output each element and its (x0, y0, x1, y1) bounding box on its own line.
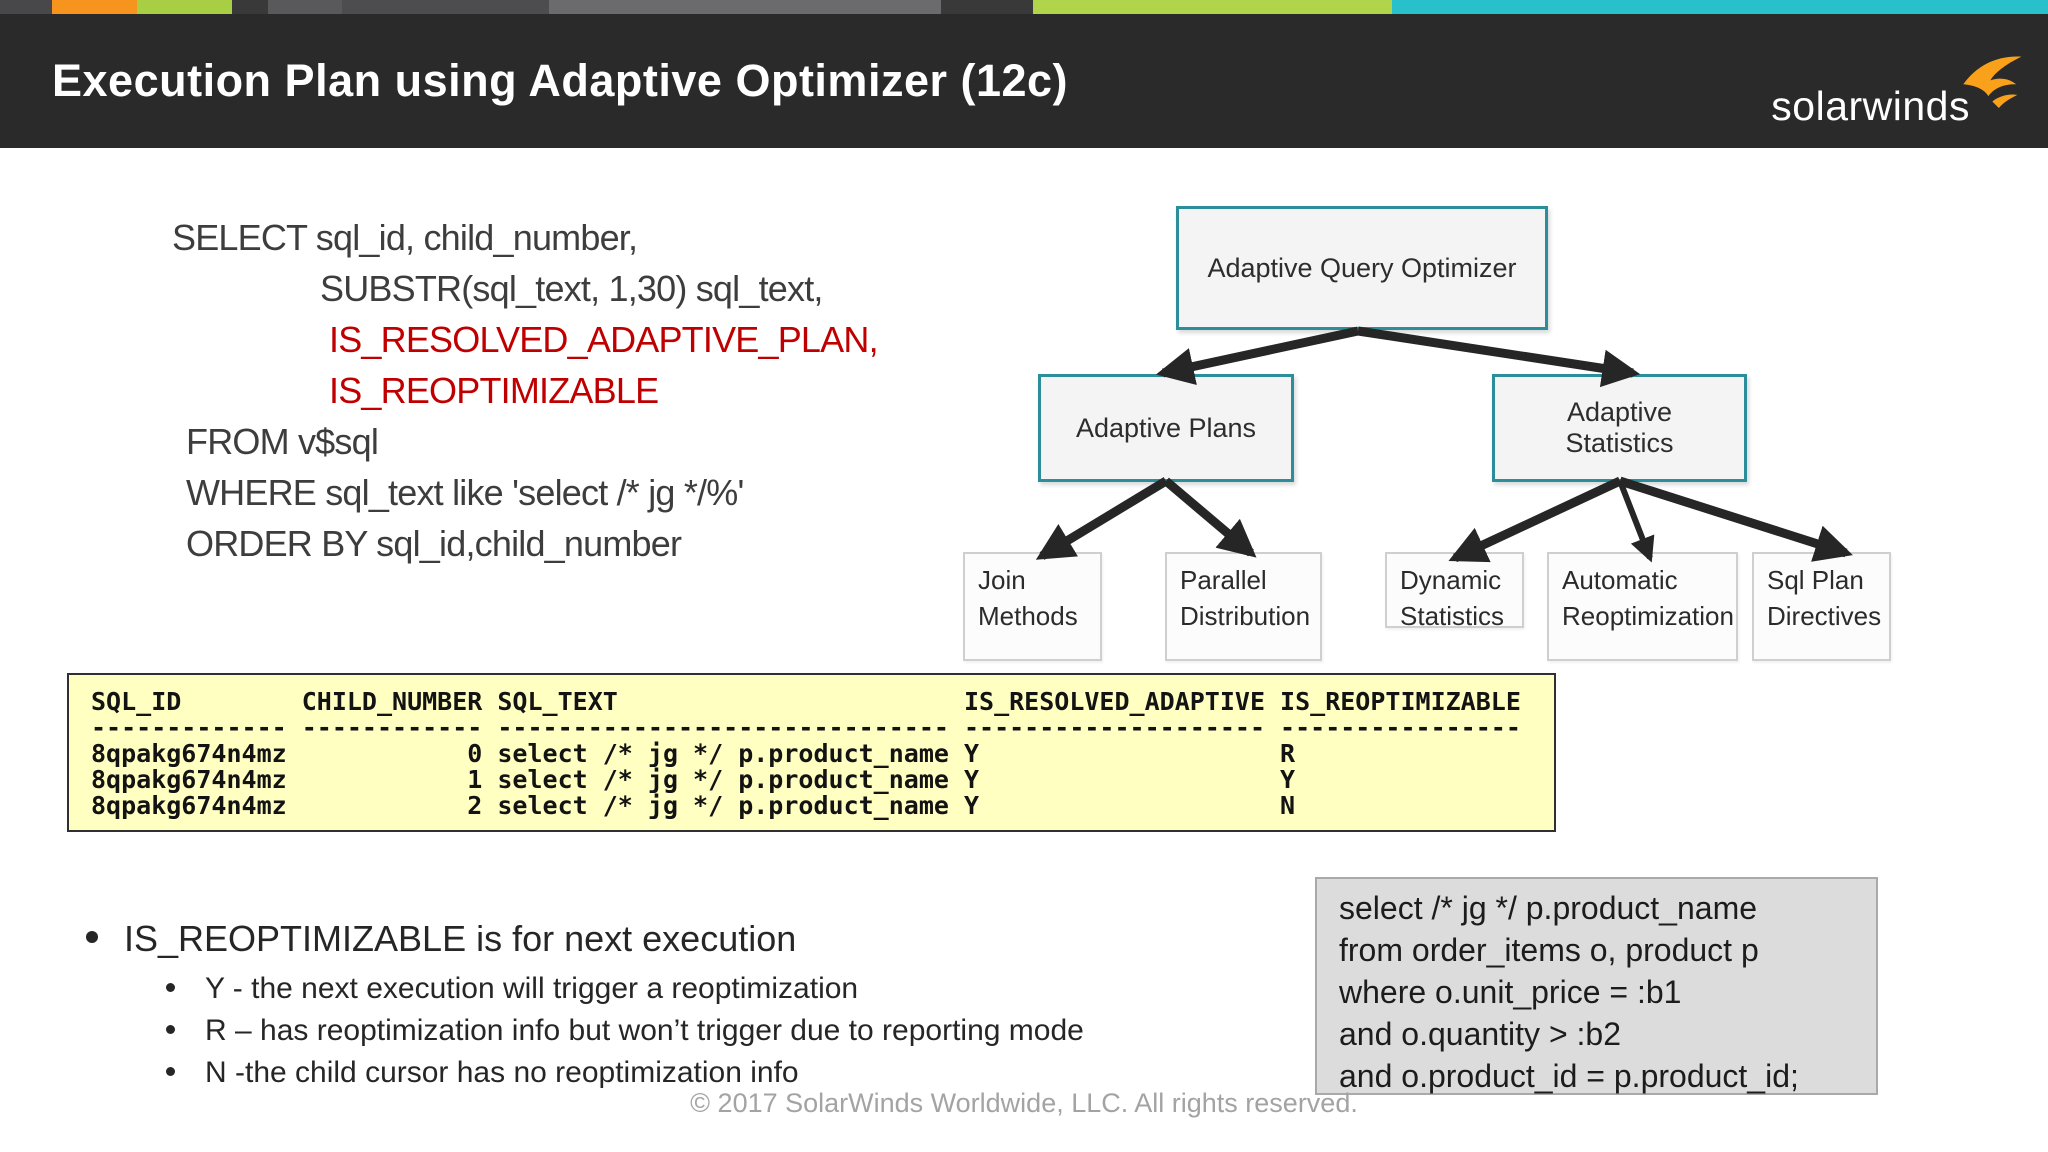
sql-line: WHERE sql_text like 'select /* jg */%' (186, 472, 744, 513)
solarwinds-logo: solarwinds (1771, 56, 2022, 136)
strip-segment (232, 0, 268, 14)
bullet-dot-icon (166, 982, 175, 992)
strip-segment (1392, 0, 2048, 14)
table-row: 8qpakg674n4mz 1 select /* jg */ p.produc… (91, 765, 1296, 794)
bullet-sub-text: Y - the next execution will trigger a re… (205, 972, 859, 1005)
arrow-stats-to-automatic-reoptimization (1617, 479, 1655, 563)
bullet-main: IS_REOPTIMIZABLE is for next execution (86, 918, 796, 960)
solarwinds-swoosh-icon (1963, 56, 2022, 109)
code-line: and o.quantity > :b2 (1339, 1016, 1621, 1052)
node-label: Adaptive Query Optimizer (1207, 252, 1517, 283)
bullet-sub-text: R – has reoptimization info but won’t tr… (205, 1014, 1084, 1047)
strip-segment (268, 0, 342, 14)
strip-segment (549, 0, 941, 14)
bullet-dot-icon (86, 931, 98, 944)
node-label: Adaptive Statistics (1565, 397, 1674, 458)
diagram-node-adaptive-query-optimizer: Adaptive Query Optimizer (1176, 206, 1548, 330)
top-color-strip (0, 0, 2048, 14)
diagram-node-parallel-distribution: Parallel Distribution (1165, 552, 1322, 661)
arrow-root-to-plans (1155, 326, 1359, 386)
copyright-footer: © 2017 SolarWinds Worldwide, LLC. All ri… (690, 1088, 1358, 1118)
bullet-sub: N -the child cursor has no reoptimizatio… (166, 1056, 799, 1090)
code-line: and o.product_id = p.product_id; (1339, 1058, 1799, 1094)
page-title: Execution Plan using Adaptive Optimizer … (52, 55, 1069, 106)
sql-line: FROM v$sql (186, 421, 379, 462)
results-header-row: SQL_ID CHILD_NUMBER SQL_TEXT IS_RESOLVED… (91, 687, 1521, 716)
strip-segment (137, 0, 232, 14)
node-label: Parallel Distribution (1180, 565, 1311, 632)
table-row: 8qpakg674n4mz 2 select /* jg */ p.produc… (91, 791, 1296, 820)
results-separator-row: ------------- ------------ -------------… (91, 713, 1521, 742)
table-row: 8qpakg674n4mz 0 select /* jg */ p.produc… (91, 739, 1296, 768)
diagram-node-sql-plan-directives: Sql Plan Directives (1752, 552, 1891, 661)
strip-segment (1033, 0, 1392, 14)
arrow-stats-to-dynamic-statistics (1448, 476, 1622, 563)
diagram-node-adaptive-statistics: Adaptive Statistics (1492, 374, 1747, 482)
sample-query-box: select /* jg */ p.product_name from orde… (1315, 877, 1878, 1095)
code-line: from order_items o, product p (1339, 932, 1759, 968)
sql-line-emphasis: IS_REOPTIMIZABLE (329, 370, 659, 411)
bullet-sub: R – has reoptimization info but won’t tr… (166, 1014, 1084, 1048)
node-label: Automatic Reoptimization (1562, 565, 1734, 632)
bullet-dot-icon (166, 1024, 175, 1034)
query-results-text: SQL_ID CHILD_NUMBER SQL_TEXT IS_RESOLVED… (69, 675, 1554, 819)
strip-segment (941, 0, 1033, 14)
solarwinds-logo-text: solarwinds (1771, 82, 1970, 129)
strip-segment (0, 0, 52, 14)
sql-line: SUBSTR(sql_text, 1,30) sql_text, (320, 268, 823, 309)
sql-query-block: SELECT sql_id, child_number, SUBSTR(sql_… (172, 212, 932, 569)
arrow-plans-to-join-methods (1035, 477, 1169, 560)
strip-segment (342, 0, 549, 14)
code-line: where o.unit_price = :b1 (1339, 974, 1682, 1010)
diagram-node-join-methods: Join Methods (963, 552, 1102, 661)
arrow-stats-to-sql-plan-directives (1618, 476, 1853, 562)
node-label: Join Methods (978, 565, 1078, 632)
code-line: select /* jg */ p.product_name (1339, 890, 1758, 926)
query-results-panel: SQL_ID CHILD_NUMBER SQL_TEXT IS_RESOLVED… (67, 673, 1556, 832)
slide-header: Execution Plan using Adaptive Optimizer … (0, 14, 2048, 148)
bullet-main-text: IS_REOPTIMIZABLE is for next execution (124, 918, 797, 959)
arrow-root-to-stats (1357, 326, 1641, 388)
bullet-sub: Y - the next execution will trigger a re… (166, 972, 858, 1006)
sql-line: ORDER BY sql_id,child_number (186, 523, 682, 564)
arrow-plans-to-parallel-distribution (1163, 477, 1257, 558)
bullet-sub-text: N -the child cursor has no reoptimizatio… (205, 1056, 799, 1089)
node-label: Adaptive Plans (1075, 412, 1257, 443)
sql-line: SELECT sql_id, child_number, (172, 217, 638, 258)
diagram-node-automatic-reoptimization: Automatic Reoptimization (1547, 552, 1738, 661)
node-label: Dynamic Statistics (1400, 565, 1505, 632)
bullet-dot-icon (166, 1066, 175, 1076)
node-label: Sql Plan Directives (1767, 565, 1882, 632)
diagram-node-adaptive-plans: Adaptive Plans (1038, 374, 1294, 482)
sql-line-emphasis: IS_RESOLVED_ADAPTIVE_PLAN, (329, 319, 879, 360)
strip-segment (52, 0, 137, 14)
diagram-node-dynamic-statistics: Dynamic Statistics (1385, 552, 1524, 632)
